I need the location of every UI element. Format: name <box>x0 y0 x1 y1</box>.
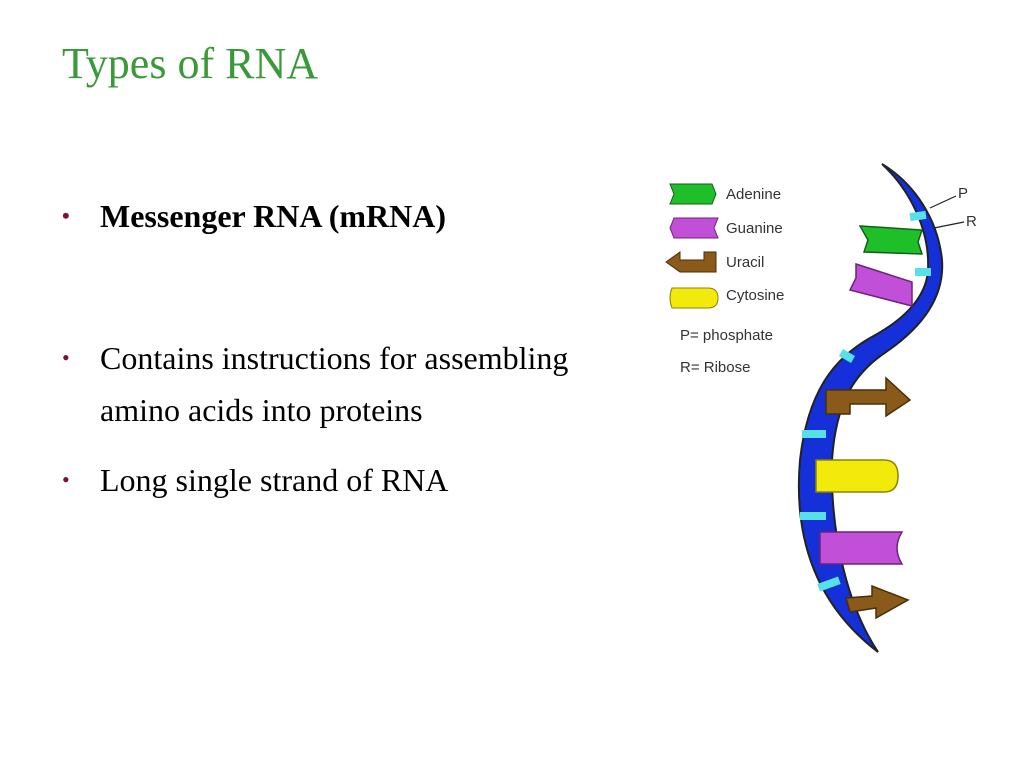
bullet-dot: • <box>62 345 70 370</box>
guanine-base-icon <box>819 531 904 565</box>
uracil-base-icon <box>825 376 912 418</box>
bases <box>815 225 924 620</box>
strand-stripe <box>838 349 856 363</box>
bullet-text: Contains instructions for assembling ami… <box>100 340 569 428</box>
strand-stripe <box>909 210 927 222</box>
strand-stripe <box>800 512 826 520</box>
legend-uracil: Uracil <box>665 251 764 273</box>
legend-label: Guanine <box>726 220 783 237</box>
p-label: P <box>958 185 968 202</box>
legend-label: Adenine <box>726 186 781 203</box>
bullet-item: • Contains instructions for assembling a… <box>62 332 622 436</box>
bullet-dot: • <box>62 203 70 228</box>
legend-cytosine: Cytosine <box>669 287 784 309</box>
phosphate-note: P= phosphate <box>680 327 773 344</box>
guanine-block-icon <box>669 217 719 239</box>
legend-label: Uracil <box>726 254 764 271</box>
bullet-dot: • <box>62 467 70 492</box>
ribose-note: R= Ribose <box>680 359 750 376</box>
legend: Adenine Guanine Uracil Cytosine P= phosp… <box>665 183 784 376</box>
bullet-list: • Messenger RNA (mRNA) • Contains instru… <box>62 190 622 506</box>
cytosine-block-icon <box>669 287 719 309</box>
uracil-block-icon <box>665 251 717 273</box>
p-pointer <box>929 195 957 209</box>
legend-label: Cytosine <box>726 287 784 304</box>
strand-stripe <box>817 576 841 592</box>
strand-stripes <box>800 210 931 592</box>
adenine-base-icon <box>858 225 924 255</box>
strand-stripe <box>915 268 931 276</box>
adenine-block-icon <box>669 183 717 205</box>
slide-title: Types of RNA <box>62 39 319 88</box>
strand-stripe <box>802 430 826 438</box>
guanine-base-icon <box>848 262 913 307</box>
mrna-diagram: Adenine Guanine Uracil Cytosine P= phosp… <box>665 163 977 653</box>
r-pointer <box>933 221 965 229</box>
bullet-item: • Long single strand of RNA <box>62 454 622 506</box>
bullet-item: • Messenger RNA (mRNA) <box>62 190 622 242</box>
legend-guanine: Guanine <box>669 217 783 239</box>
legend-adenine: Adenine <box>669 183 781 205</box>
cytosine-base-icon <box>815 459 899 493</box>
bullet-text: Long single strand of RNA <box>100 462 449 498</box>
uracil-base-icon <box>845 584 910 620</box>
bullet-text: Messenger RNA (mRNA) <box>100 198 446 234</box>
r-label: R <box>966 213 977 230</box>
